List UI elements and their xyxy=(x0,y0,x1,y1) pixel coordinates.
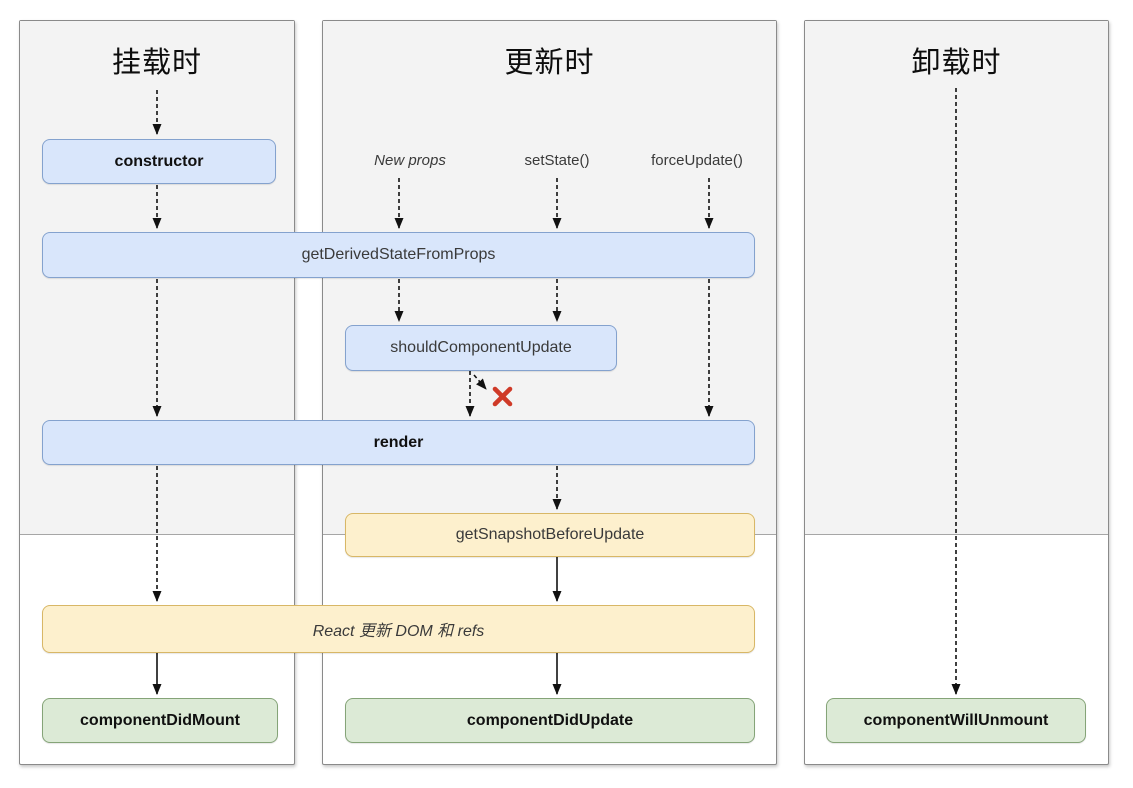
node-component-did-mount: componentDidMount xyxy=(42,698,278,743)
trigger-new-props: New props xyxy=(374,152,446,169)
node-component-did-update: componentDidUpdate xyxy=(345,698,755,743)
trigger-force-update: forceUpdate() xyxy=(651,152,743,169)
node-get-snapshot-before-update: getSnapshotBeforeUpdate xyxy=(345,513,755,557)
node-should-component-update: shouldComponentUpdate xyxy=(345,325,617,371)
node-get-derived-state-from-props: getDerivedStateFromProps xyxy=(42,232,755,278)
column-title-mounting: 挂载时 xyxy=(111,47,202,79)
column-title-unmounting: 卸载时 xyxy=(911,47,1002,79)
update-blocked-x-icon xyxy=(492,386,513,407)
trigger-set-state: setState() xyxy=(524,152,590,169)
node-constructor: constructor xyxy=(42,139,276,184)
node-component-will-unmount: componentWillUnmount xyxy=(826,698,1086,743)
column-title-updating: 更新时 xyxy=(504,47,595,79)
arrow-scu-false-branch xyxy=(473,374,487,390)
node-render: render xyxy=(42,420,755,465)
node-react-updates-dom-and-refs: React 更新 DOM 和 refs xyxy=(42,605,755,653)
